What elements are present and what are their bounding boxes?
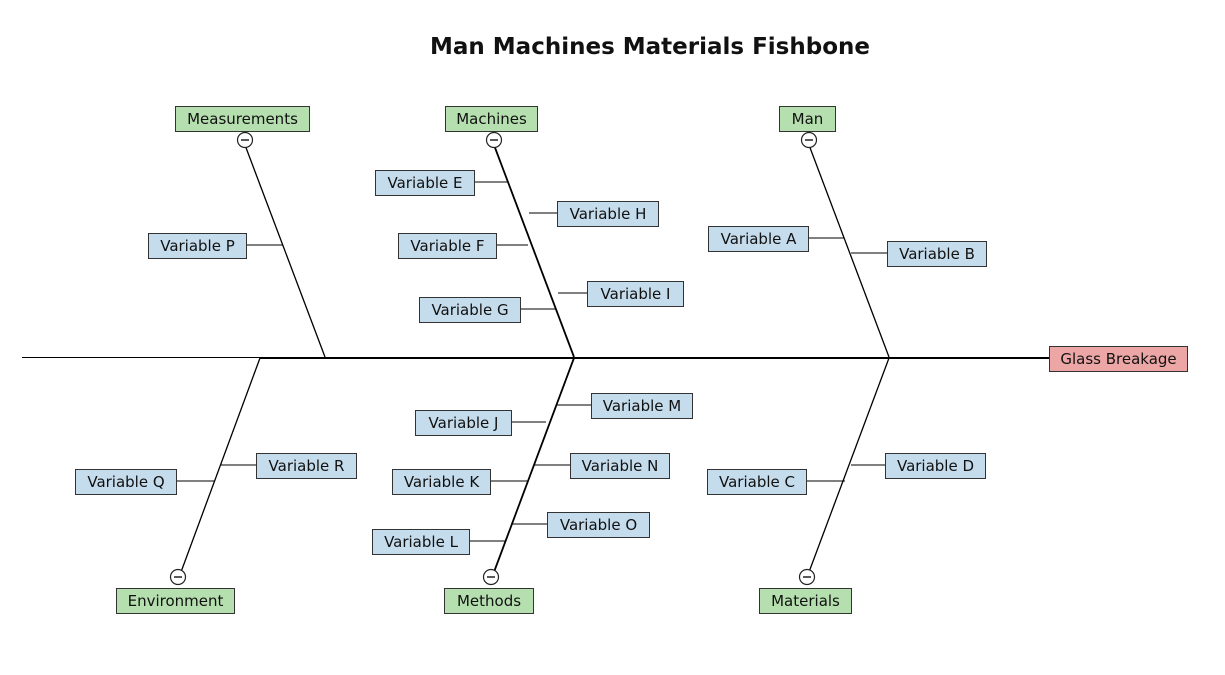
collapse-minus-icon[interactable] xyxy=(236,131,254,149)
collapse-minus-icon[interactable] xyxy=(798,568,816,586)
bone-materials xyxy=(808,357,890,573)
category-methods[interactable]: Methods xyxy=(444,588,534,614)
bone-man xyxy=(808,144,890,358)
cause-variable-h[interactable]: Variable H xyxy=(557,201,659,227)
category-materials[interactable]: Materials xyxy=(759,588,852,614)
cause-variable-f[interactable]: Variable F xyxy=(398,233,497,259)
cause-variable-r[interactable]: Variable R xyxy=(256,453,357,479)
collapse-minus-icon[interactable] xyxy=(485,131,503,149)
bone-environment xyxy=(180,357,261,573)
diagram-title: Man Machines Materials Fishbone xyxy=(430,34,870,60)
bone-measurements xyxy=(244,144,326,358)
cause-variable-m[interactable]: Variable M xyxy=(591,393,693,419)
cause-variable-a[interactable]: Variable A xyxy=(708,226,809,252)
cause-variable-i[interactable]: Variable I xyxy=(587,281,684,307)
effect-glass-breakage[interactable]: Glass Breakage xyxy=(1049,346,1188,372)
cause-variable-g[interactable]: Variable G xyxy=(419,297,521,323)
collapse-minus-icon[interactable] xyxy=(482,568,500,586)
cause-variable-k[interactable]: Variable K xyxy=(392,469,491,495)
cause-variable-e[interactable]: Variable E xyxy=(375,170,475,196)
collapse-minus-icon[interactable] xyxy=(169,568,187,586)
category-measurements[interactable]: Measurements xyxy=(175,106,310,132)
cause-variable-p[interactable]: Variable P xyxy=(148,233,247,259)
category-environment[interactable]: Environment xyxy=(116,588,235,614)
bone-machines xyxy=(493,144,575,358)
cause-variable-d[interactable]: Variable D xyxy=(885,453,986,479)
cause-variable-n[interactable]: Variable N xyxy=(570,453,670,479)
cause-variable-c[interactable]: Variable C xyxy=(707,469,807,495)
cause-variable-o[interactable]: Variable O xyxy=(547,512,650,538)
cause-variable-b[interactable]: Variable B xyxy=(887,241,987,267)
category-man[interactable]: Man xyxy=(779,106,836,132)
collapse-minus-icon[interactable] xyxy=(800,131,818,149)
cause-variable-j[interactable]: Variable J xyxy=(415,410,512,436)
category-machines[interactable]: Machines xyxy=(445,106,538,132)
cause-variable-q[interactable]: Variable Q xyxy=(75,469,177,495)
cause-variable-l[interactable]: Variable L xyxy=(372,529,470,555)
